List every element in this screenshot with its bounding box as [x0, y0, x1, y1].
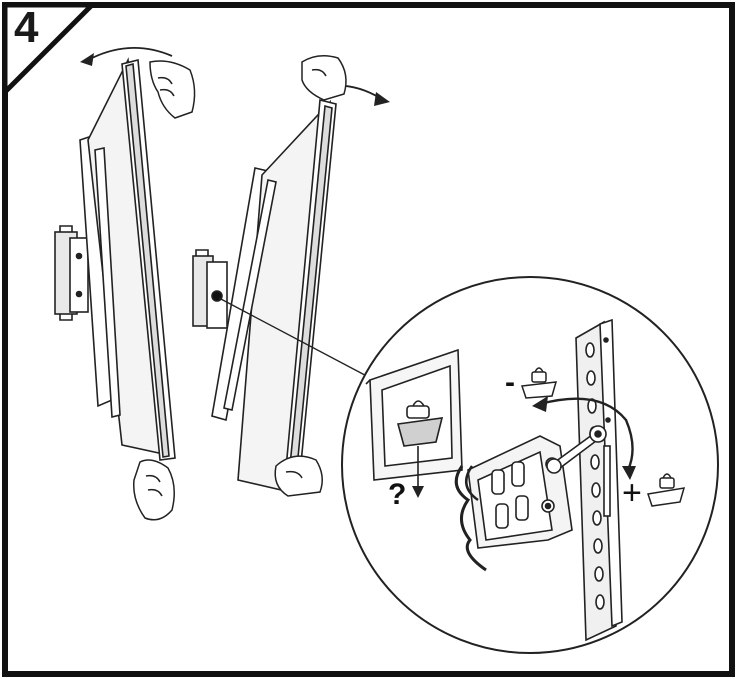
wrench-icon	[546, 425, 607, 474]
question-symbol: ?	[388, 478, 407, 511]
arrow-head-up	[532, 396, 548, 412]
arrow-head-right	[374, 92, 390, 106]
tv-left	[54, 57, 176, 461]
curved-arrow-icon	[539, 397, 634, 471]
weight-icon	[647, 473, 686, 507]
hand-icon	[301, 55, 347, 101]
arrow-head-left	[80, 53, 94, 66]
wall-rail	[575, 318, 623, 642]
arrow-head-down	[622, 466, 636, 480]
gravity-arrow-head	[412, 486, 424, 498]
curved-arrow-icon	[87, 47, 173, 61]
plus-symbol: +	[622, 474, 642, 512]
hand-icon	[274, 455, 323, 497]
minus-symbol: -	[505, 366, 515, 399]
tv-middle	[192, 98, 337, 496]
weight-icon	[396, 400, 444, 447]
step-corner	[2, 2, 99, 99]
step-number: 4	[14, 3, 39, 52]
leader-line	[218, 297, 379, 383]
hand-icon	[149, 60, 196, 119]
hand-icon	[132, 459, 175, 521]
weight-icon	[520, 367, 558, 399]
